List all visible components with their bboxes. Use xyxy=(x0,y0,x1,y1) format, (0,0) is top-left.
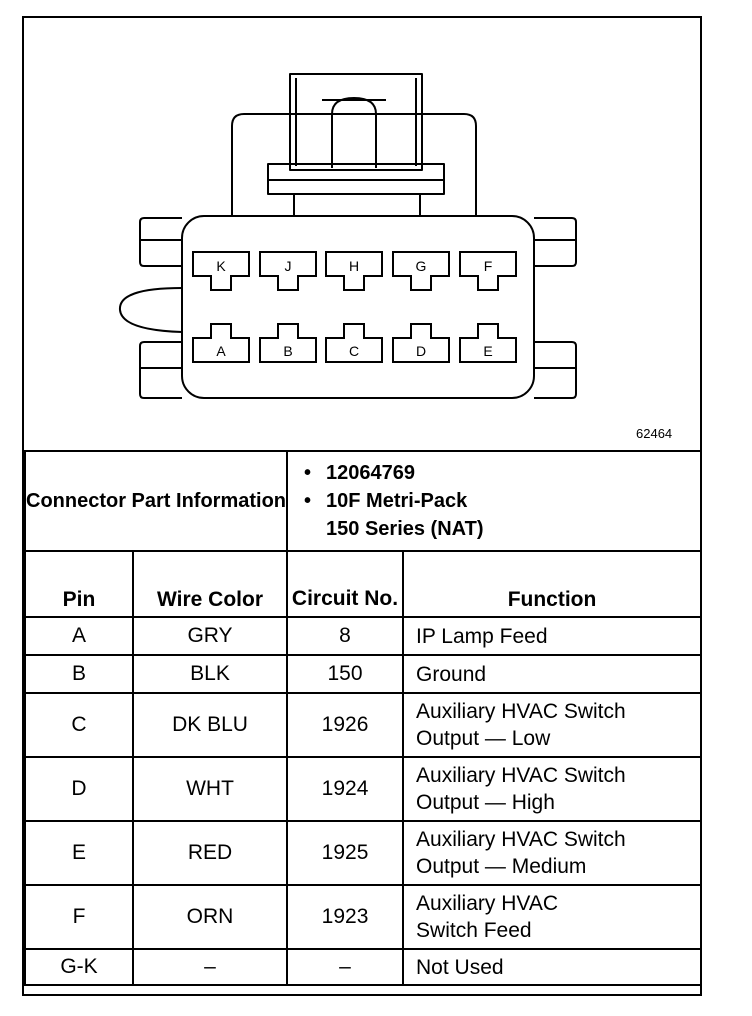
function-line: Ground xyxy=(416,662,487,686)
pin-cell: D xyxy=(24,756,134,822)
circuit-cell: 150 xyxy=(286,654,405,694)
pin-cell: B xyxy=(24,654,134,694)
pin-cavity-k xyxy=(192,251,250,291)
circuit-cell: 1923 xyxy=(286,884,405,950)
function-line: Auxiliary HVAC xyxy=(416,892,558,915)
wire-color-cell: – xyxy=(131,948,289,986)
header-row: Pin Wire Color Circuit No. Function xyxy=(24,550,703,618)
function-line: Not Used xyxy=(416,955,504,979)
function-line: Output — Low xyxy=(416,727,551,750)
function-line: Auxiliary HVAC Switch xyxy=(416,828,626,851)
circuit-cell: – xyxy=(286,948,405,986)
wire-color-cell: ORN xyxy=(131,884,289,950)
wire-color-cell: WHT xyxy=(131,756,289,822)
pin-cell: E xyxy=(24,820,134,886)
function-cell: Ground xyxy=(402,654,703,694)
pin-label-e: E xyxy=(483,343,492,359)
pin-cavity-b xyxy=(259,323,317,363)
header-pin: Pin xyxy=(24,550,134,618)
part-number: 12064769 xyxy=(326,462,415,484)
pinout-table: Connector Part Information • 12064769 • 10… xyxy=(23,450,703,986)
pin-label-d: D xyxy=(416,343,426,359)
right-lower-rail xyxy=(534,341,577,399)
pin-cavity-e xyxy=(459,323,517,363)
circuit-cell: 1924 xyxy=(286,756,405,822)
circuit-cell: 8 xyxy=(286,616,405,656)
pin-cell: A xyxy=(24,616,134,656)
connector-type: 10F Metri-Pack xyxy=(326,490,468,512)
function-line: Auxiliary HVAC Switch xyxy=(416,764,626,787)
lock-latch xyxy=(331,97,377,168)
pin-label-b: B xyxy=(283,343,292,359)
header-wire-color: Wire Color xyxy=(131,550,289,618)
wire-color-cell: BLK xyxy=(131,654,289,694)
bullet-icon: • xyxy=(304,490,312,512)
pin-label-h: H xyxy=(349,258,359,274)
header-circuit: Circuit No. xyxy=(286,550,405,618)
pin-cavity-c xyxy=(325,323,383,363)
function-line: Switch Feed xyxy=(416,919,532,942)
bullet-icon: • xyxy=(304,462,312,484)
pin-label-a: A xyxy=(216,343,226,359)
function-line: Output — Medium xyxy=(416,855,587,878)
connector-info-values: • 12064769 • 10F Metri-Pack 150 Series (NA… xyxy=(286,450,703,552)
function-line: Output — High xyxy=(416,791,555,814)
circuit-cell: 1926 xyxy=(286,692,405,758)
wire-color-cell: GRY xyxy=(131,616,289,656)
pin-cavity-g xyxy=(392,251,450,291)
wire-color-cell: DK BLU xyxy=(131,692,289,758)
connector-body xyxy=(181,215,535,399)
connector-diagram: K J H G F A B C D E xyxy=(118,73,577,399)
pin-cavity-h xyxy=(325,251,383,291)
pin-cell: C xyxy=(24,692,134,758)
function-cell: Not Used xyxy=(402,948,703,986)
pin-cavity-f xyxy=(459,251,517,291)
left-rail xyxy=(139,217,182,267)
pin-cell: G-K xyxy=(24,948,134,986)
header-function: Function xyxy=(402,550,703,618)
pin-cavity-a xyxy=(192,323,250,363)
connector-series: 150 Series (NAT) xyxy=(326,518,484,540)
left-lower-rail xyxy=(139,341,182,399)
function-cell: IP Lamp Feed xyxy=(402,616,703,656)
right-rail xyxy=(534,217,577,267)
pin-cavity-j xyxy=(259,251,317,291)
function-line: IP Lamp Feed xyxy=(416,624,548,648)
pin-label-f: F xyxy=(484,258,493,274)
lock-tab xyxy=(289,73,423,171)
pin-label-k: K xyxy=(216,258,226,274)
connector-info-row: Connector Part Information • 12064769 • 10… xyxy=(23,450,703,552)
pin-cavity-d xyxy=(392,323,450,363)
circuit-cell: 1925 xyxy=(286,820,405,886)
pin-label-j: J xyxy=(285,258,292,274)
pin-cell: F xyxy=(24,884,134,950)
figure-id: 62464 xyxy=(636,426,673,441)
function-cell: Auxiliary HVAC Switch Feed xyxy=(402,884,703,950)
table-row: G-K––Not Used xyxy=(24,948,703,986)
lock-housing xyxy=(231,113,477,216)
function-line: Auxiliary HVAC Switch xyxy=(416,700,626,723)
pin-label-c: C xyxy=(349,343,359,359)
wire-color-cell: RED xyxy=(131,820,289,886)
pin-label-g: G xyxy=(416,258,427,274)
connector-info-label: Connector Part Information xyxy=(26,489,287,512)
